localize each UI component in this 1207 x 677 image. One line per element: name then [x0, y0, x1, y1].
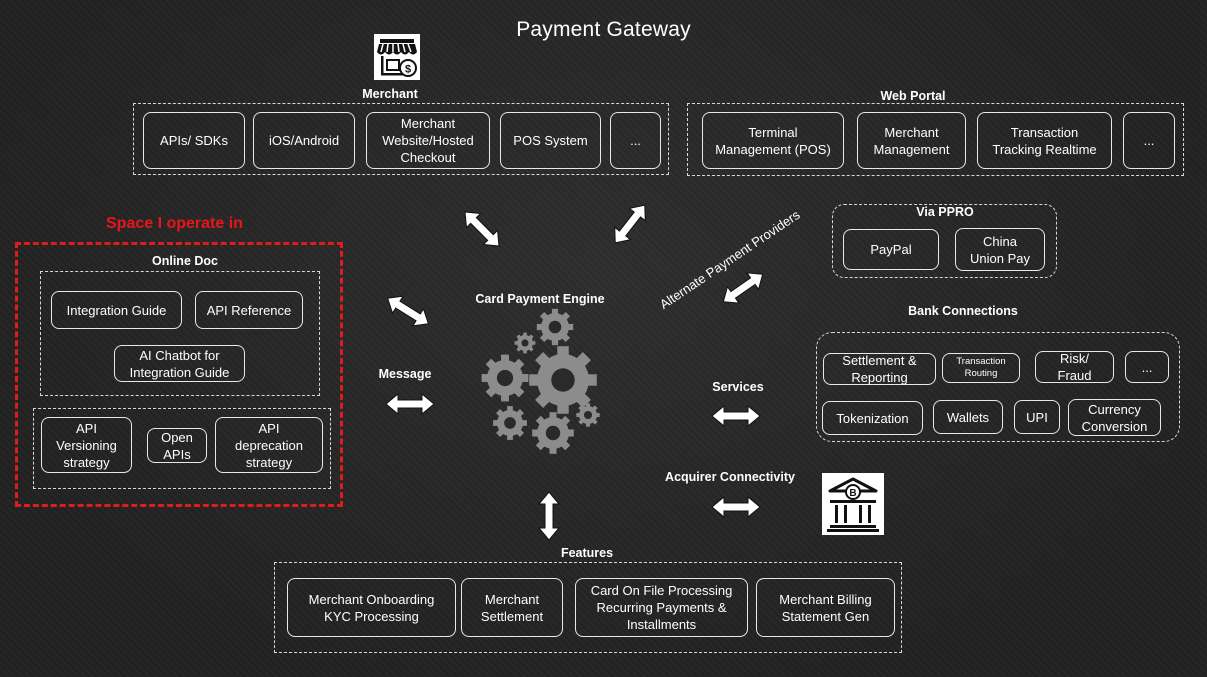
- space-label: Space I operate in: [106, 215, 243, 232]
- gears-icon: [475, 305, 605, 460]
- tokenization: Tokenization: [822, 401, 923, 435]
- diagram-title: Payment Gateway: [516, 18, 691, 41]
- via-ppro-group: [832, 204, 1057, 278]
- api-deprecation-strategy: API deprecation strategy: [215, 417, 323, 473]
- features-label: Features: [560, 546, 614, 560]
- risk-fraud: Risk/ Fraud: [1035, 351, 1114, 383]
- card-on-file-recurring: Card On File Processing Recurring Paymen…: [575, 578, 748, 637]
- settlement-reporting: Settlement & Reporting: [823, 353, 936, 385]
- terminal-management-pos: Terminal Management (POS): [702, 112, 844, 169]
- svg-text:B: B: [849, 488, 856, 499]
- transaction-routing: Transaction Routing: [942, 353, 1020, 383]
- bank-more: ...: [1125, 351, 1169, 383]
- upi: UPI: [1014, 400, 1060, 434]
- merchant-more: ...: [610, 112, 661, 169]
- bank-icon: B: [822, 473, 884, 535]
- online-doc-label: Online Doc: [152, 254, 218, 268]
- transaction-tracking-realtime: Transaction Tracking Realtime: [977, 112, 1112, 169]
- features-group: [274, 562, 902, 653]
- china-union-pay: China Union Pay: [955, 228, 1045, 271]
- svg-text:$: $: [405, 64, 411, 76]
- api-strategy-group: [33, 408, 331, 489]
- merchant-onboarding-kyc: Merchant Onboarding KYC Processing: [287, 578, 456, 637]
- message-label: Message: [378, 367, 432, 381]
- merchant-settlement: Merchant Settlement: [461, 578, 563, 637]
- web-portal-group: [687, 103, 1184, 176]
- open-apis: Open APIs: [147, 428, 207, 463]
- integration-guide: Integration Guide: [51, 291, 182, 329]
- store-icon: $: [374, 34, 420, 80]
- services-label: Services: [712, 380, 764, 394]
- merchant-management: Merchant Management: [857, 112, 966, 169]
- web-portal-label: Web Portal: [880, 89, 946, 103]
- card-payment-engine-label: Card Payment Engine: [475, 292, 605, 306]
- acquirer-connectivity-label: Acquirer Connectivity: [665, 470, 795, 484]
- merchant-label: Merchant: [362, 87, 418, 101]
- merchant-apis-sdks: APIs/ SDKs: [143, 112, 245, 169]
- via-ppro-label: Via PPRO: [916, 205, 974, 219]
- merchant-group: [133, 103, 669, 175]
- api-versioning-strategy: API Versioning strategy: [41, 417, 132, 473]
- currency-conversion: Currency Conversion: [1068, 399, 1161, 436]
- merchant-pos-system: POS System: [500, 112, 601, 169]
- web-portal-more: ...: [1123, 112, 1175, 169]
- merchant-ios-android: iOS/Android: [253, 112, 355, 169]
- online-doc-group: [40, 271, 320, 396]
- bank-connections-label: Bank Connections: [908, 304, 1018, 318]
- merchant-billing-statement: Merchant Billing Statement Gen: [756, 578, 895, 637]
- paypal: PayPal: [843, 229, 939, 270]
- api-reference: API Reference: [195, 291, 303, 329]
- space-i-operate-in-group: [15, 242, 343, 507]
- merchant-website-checkout: Merchant Website/Hosted Checkout: [366, 112, 490, 169]
- bank-connections-group: [816, 332, 1180, 442]
- wallets: Wallets: [933, 400, 1003, 434]
- ai-chatbot-integration-guide: AI Chatbot for Integration Guide: [114, 345, 245, 382]
